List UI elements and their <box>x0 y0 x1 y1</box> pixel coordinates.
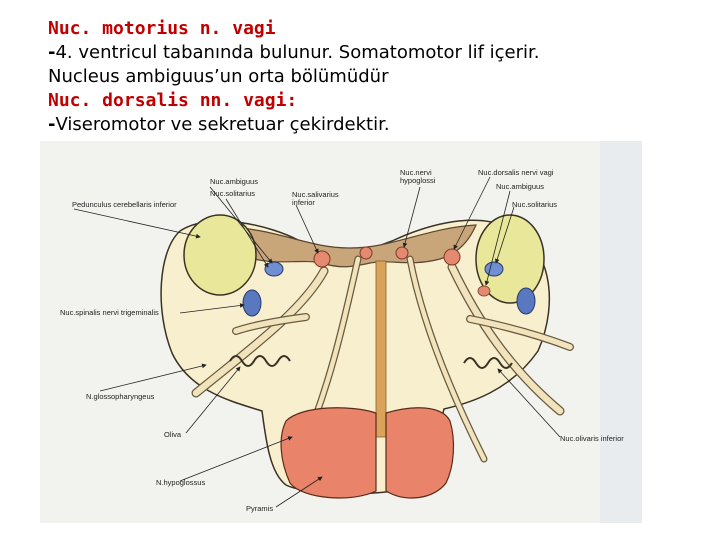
heading-nuc-dorsalis: Nuc. dorsalis nn. vagi: <box>48 90 298 111</box>
median-raphe <box>375 260 387 438</box>
slide-text: Nuc. motorius n. vagi -4. ventricul taba… <box>48 17 540 137</box>
nuc-dorsalis-right <box>443 248 461 266</box>
label-hypoglossus: N.hypoglossus <box>156 478 205 487</box>
label-hypoglossi: hypoglossi <box>400 176 436 185</box>
label-inferior: inferior <box>292 198 315 207</box>
nuc-solitarius-right <box>484 261 504 277</box>
label-nuc-salivarius: Nuc.salivarius <box>292 190 339 199</box>
figure-right-panel <box>600 141 642 523</box>
label-nuc-nervi: Nuc.nervi <box>400 168 432 177</box>
hypoglossal-fibers-right-fill <box>407 256 487 462</box>
label-nuc-solitarius-right: Nuc.solitarius <box>512 200 557 209</box>
dash: - <box>48 114 56 135</box>
label-spinal-trigeminal: Nuc.spinalis nervi trigeminalis <box>60 308 159 317</box>
pyramis-right <box>385 407 455 499</box>
label-nuc-dorsalis: Nuc.dorsalis nervi vagi <box>478 168 554 177</box>
label-pyramis: Pyramis <box>246 504 273 513</box>
nuc-hypoglossi-right <box>395 246 409 260</box>
nuc-dorsalis-left <box>313 250 331 268</box>
nuc-ambiguus-right <box>477 285 491 297</box>
peduncle-right <box>475 214 545 304</box>
label-nuc-solitarius-left: Nuc.solitarius <box>210 189 255 198</box>
line-viseromotor: -Viseromotor ve sekretuar çekirdektir. <box>48 113 540 137</box>
label-olivaris-inferior: Nuc.olivaris inferior <box>560 434 624 443</box>
nuc-spinal-trigeminal-left <box>242 289 262 317</box>
vagus-fibers-left-fill <box>192 267 328 397</box>
olivary-nucleus-left <box>229 355 291 367</box>
vagus-fibers-right-fill <box>448 263 564 415</box>
medulla-cross-section-figure: Nuc.ambiguus Nuc.solitarius Nuc.salivari… <box>40 141 642 523</box>
label-nuc-ambiguus-right: Nuc.ambiguus <box>496 182 544 191</box>
glosso-fibers-left-fill <box>233 314 309 334</box>
label-glossopharyngeus: N.glossopharyngeus <box>86 392 155 401</box>
viseromotor-text: Viseromotor ve sekretuar çekirdektir. <box>55 114 390 135</box>
pyramis-left <box>280 407 377 499</box>
peduncle-left <box>183 214 257 296</box>
label-oliva: Oliva <box>164 430 182 439</box>
label-nuc-ambiguus-left: Nuc.ambiguus <box>210 177 258 186</box>
line-ambiguus: Nucleus ambiguus’un orta bölümüdür <box>48 66 389 87</box>
line-ventricul: -4. ventricul tabanında bulunur. Somatom… <box>48 41 540 65</box>
dash: - <box>48 42 56 63</box>
olivary-nucleus-right <box>463 357 513 369</box>
nuc-solitarius-left <box>264 261 284 277</box>
nuc-hypoglossi-left <box>359 246 373 260</box>
label-pedunculus: Pedunculus cerebellaris inferior <box>72 200 177 209</box>
nuc-spinal-trigeminal-right <box>516 287 536 315</box>
ventricul-text: 4. ventricul tabanında bulunur. Somatomo… <box>55 42 540 63</box>
heading-nuc-motorius: Nuc. motorius n. vagi <box>48 18 276 39</box>
glosso-fibers-right-fill <box>467 316 573 350</box>
